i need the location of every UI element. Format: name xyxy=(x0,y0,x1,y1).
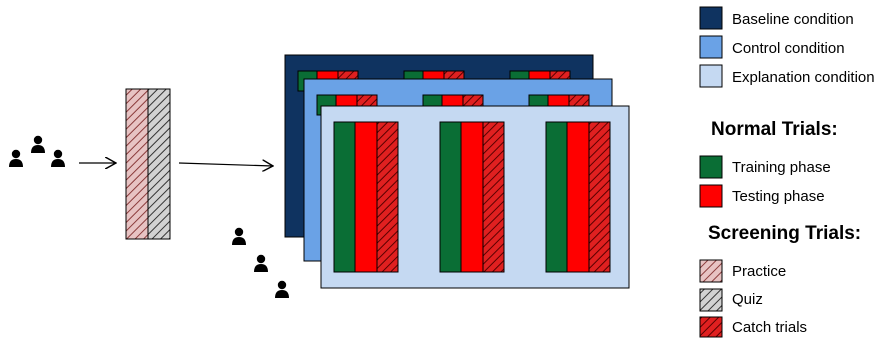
screening-block xyxy=(125,88,171,240)
explanation-swatch xyxy=(699,64,723,88)
assigned-participants xyxy=(232,227,289,298)
screening-trials-heading: Screening Trials: xyxy=(708,223,861,244)
training-swatch xyxy=(699,155,723,179)
normal-trials-heading: Normal Trials: xyxy=(711,119,838,140)
testing-bar xyxy=(566,121,590,273)
catch-trials-bar xyxy=(588,121,611,273)
person-icon xyxy=(9,149,23,167)
catch-trials-bar xyxy=(482,121,505,273)
quiz-segment xyxy=(147,88,171,240)
participant-group xyxy=(9,135,65,167)
practice-label: Practice xyxy=(732,263,786,280)
catch-trials-bar xyxy=(376,121,399,273)
control-swatch xyxy=(699,35,723,59)
baseline-swatch xyxy=(699,6,723,30)
baseline-label: Baseline condition xyxy=(732,11,854,28)
person-icon xyxy=(51,149,65,167)
testing-label: Testing phase xyxy=(732,188,825,205)
person-icon xyxy=(31,135,45,153)
person-icon xyxy=(254,254,268,272)
testing-bar xyxy=(354,121,378,273)
quiz-label: Quiz xyxy=(732,291,763,308)
training-label: Training phase xyxy=(732,159,831,176)
catch-trials-label: Catch trials xyxy=(732,319,807,336)
explanation-condition-panel xyxy=(320,105,630,289)
catch-trials-swatch xyxy=(699,316,723,338)
control-label: Control condition xyxy=(732,40,845,57)
training-bar xyxy=(333,121,356,273)
training-bar xyxy=(545,121,568,273)
practice-swatch xyxy=(699,259,723,283)
practice-segment xyxy=(125,88,149,240)
arrow-right-icon xyxy=(178,163,273,166)
testing-swatch xyxy=(699,184,723,208)
person-icon xyxy=(232,227,246,245)
person-icon xyxy=(275,280,289,298)
legend: Baseline condition Control condition Exp… xyxy=(699,6,875,338)
training-bar xyxy=(439,121,462,273)
explanation-label: Explanation condition xyxy=(732,69,875,86)
testing-bar xyxy=(460,121,484,273)
quiz-swatch xyxy=(699,288,723,312)
